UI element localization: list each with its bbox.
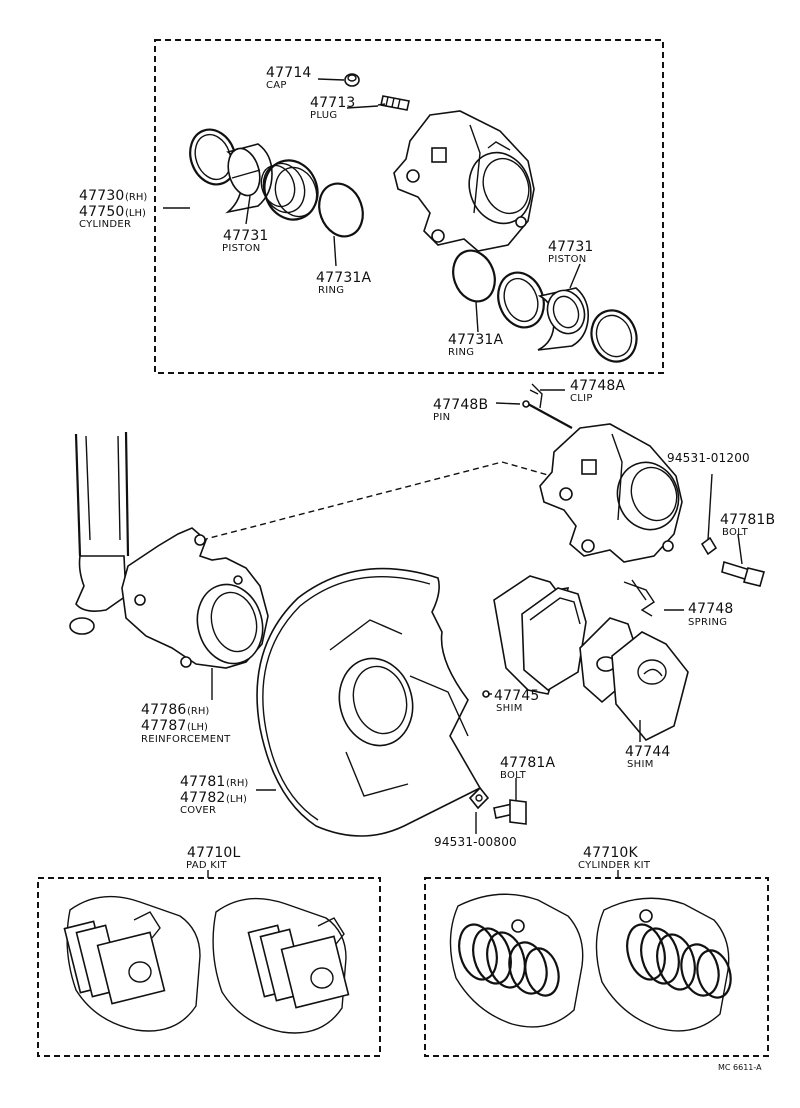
shim-44-name: SHIM: [627, 759, 654, 770]
bolt-b-number: 47781B: [720, 512, 775, 528]
cover-rh-number: 47781: [180, 774, 226, 790]
cover-rh-tag: (RH): [226, 778, 248, 789]
plug-name: PLUG: [310, 110, 337, 121]
right-seal-drawing: [590, 309, 638, 363]
left-ring-drawing: [318, 182, 364, 238]
clip-number: 47748A: [570, 378, 626, 394]
cap-name: CAP: [266, 80, 287, 91]
washer-top-number: 94531-01200: [667, 451, 750, 465]
pin-drawing: [522, 400, 573, 429]
right-ring-drawing: [452, 249, 496, 303]
spring-number: 47748: [688, 601, 734, 617]
reinforcement-lh-number: 47787: [141, 718, 187, 734]
right-piston-drawing: [537, 287, 590, 351]
cover-lh-tag: (LH): [226, 794, 247, 805]
pad-kit-number: 47710L: [187, 845, 241, 861]
cylinder-lh-number: 47750: [79, 204, 125, 220]
cylinder-rh-tag: (RH): [125, 192, 147, 203]
cover-drawing: [256, 567, 490, 837]
pad-kit-name: PAD KIT: [186, 860, 227, 871]
shim-45-name: SHIM: [496, 703, 523, 714]
bolt-b-drawing: [721, 533, 765, 587]
plug-number: 47713: [310, 95, 356, 111]
piston-right-number: 47731: [548, 239, 594, 255]
bolt-a-number: 47781A: [500, 755, 556, 771]
piston-right-name: PISTON: [548, 254, 587, 265]
cylinder-kit-number: 47710K: [583, 845, 639, 861]
caliper-group-box: [154, 39, 664, 374]
reinforcement-rh-number: 47786: [141, 702, 187, 718]
cylinder-kit-box: [424, 877, 769, 1057]
cover-name: COVER: [180, 805, 216, 816]
reinforcement-lh-tag: (LH): [187, 722, 208, 733]
alignment-line: [201, 461, 549, 541]
reinforcement-rh-tag: (RH): [187, 706, 209, 717]
cylinder-kit-right-drawing: [595, 897, 732, 1032]
cap-number: 47714: [266, 65, 312, 81]
cylinder-kit-name: CYLINDER KIT: [578, 860, 651, 871]
pad-left-drawing: [493, 575, 587, 695]
cylinder-name: CYLINDER: [79, 219, 131, 230]
bolt-a-name: BOLT: [500, 770, 527, 781]
pad-kit-right-drawing: [212, 897, 350, 1034]
washer-bottom-drawing: [468, 786, 490, 810]
spring-drawing: [623, 579, 684, 617]
bolt-b-name: BOLT: [722, 527, 749, 538]
shim-45-number: 47745: [494, 688, 540, 704]
reinforcement-name: REINFORCEMENT: [141, 734, 231, 745]
right-boot-drawing: [497, 271, 545, 329]
ring-right-number: 47731A: [448, 332, 504, 348]
mid-caliper-drawing: [539, 423, 683, 563]
clip-drawing: [529, 383, 543, 409]
left-boot-drawing: [260, 159, 319, 221]
piston-left-number: 47731: [223, 228, 269, 244]
piston-left-name: PISTON: [222, 243, 261, 254]
clip-name: CLIP: [570, 393, 593, 404]
pad-right-drawing: [579, 617, 689, 741]
cylinder-kit-left-drawing: [449, 893, 584, 1028]
pin-number: 47748B: [433, 397, 488, 413]
shim-44-number: 47744: [625, 744, 671, 760]
ring-left-name: RING: [318, 285, 344, 296]
washer-top-drawing: [700, 473, 718, 556]
leader-lines: [163, 105, 641, 878]
cover-lh-number: 47782: [180, 790, 226, 806]
spring-name: SPRING: [688, 617, 727, 628]
left-piston-drawing: [225, 143, 273, 214]
plug-drawing: [377, 95, 410, 111]
strut-drawing: [69, 431, 130, 635]
top-caliper-drawing: [393, 110, 535, 252]
knuckle-drawing: [121, 527, 269, 669]
cylinder-rh-number: 47730: [79, 188, 125, 204]
cylinder-lh-tag: (LH): [125, 208, 146, 219]
figure-code: MC 6611-A: [718, 1063, 762, 1072]
cap-drawing: [317, 73, 360, 87]
pad-kit-box: [37, 877, 381, 1057]
pin-name: PIN: [433, 412, 450, 423]
ring-right-name: RING: [448, 347, 474, 358]
bolt-a-drawing: [493, 778, 527, 825]
pad-kit-left-drawing: [63, 895, 201, 1032]
ring-left-number: 47731A: [316, 270, 372, 286]
washer-bottom-number: 94531-00800: [434, 835, 517, 849]
